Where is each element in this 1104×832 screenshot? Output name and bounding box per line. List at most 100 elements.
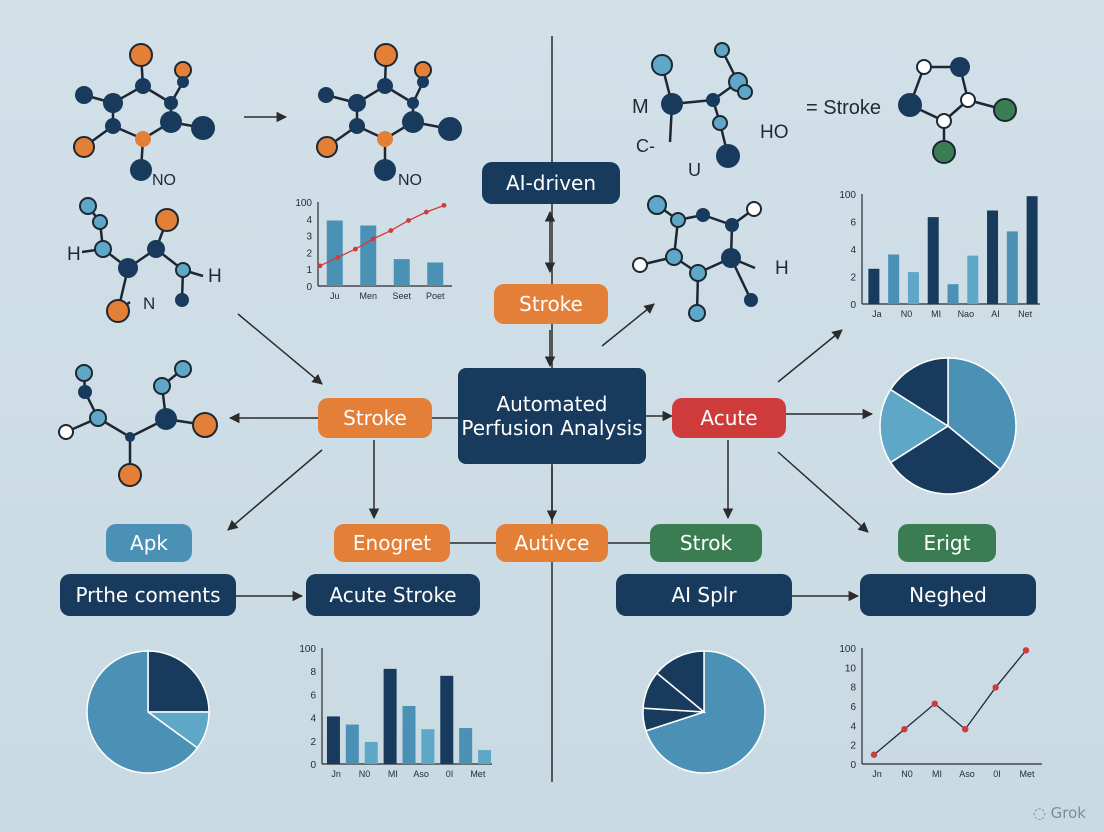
bottom-bar-bar (478, 750, 492, 764)
molecule-label-n: N (143, 294, 156, 313)
top-right-bar-bar (967, 255, 979, 304)
node-erigt: Erigt (898, 524, 996, 562)
pie-chart-bottom-right (642, 650, 766, 774)
bottom-line-y-tick: 0 (850, 760, 856, 771)
top-right-bar-bar (888, 254, 900, 304)
top-right-bar-y-tick: 2 (850, 273, 856, 284)
top-right-bar-bar (987, 210, 999, 304)
top-bar-line-point (406, 218, 411, 223)
node-neghed: Neghed (860, 574, 1036, 616)
bottom-line-x-tick: N0 (901, 769, 913, 779)
grok-watermark: ◌ Grok (1032, 804, 1086, 822)
top-right-bar-bar (868, 268, 880, 304)
top-right-bar-y-tick: 0 (850, 300, 856, 311)
bottom-line-x-tick: Met (1019, 769, 1035, 779)
bottom-bar-bar (440, 675, 454, 764)
top-right-bar-x-tick: Nao (958, 309, 975, 319)
bottom-bar-x-tick: Aso (413, 769, 429, 779)
top-right-bar-x-tick: MI (931, 309, 941, 319)
node-stroke-top: Stroke (494, 284, 608, 324)
top-right-bar-x-tick: Net (1018, 309, 1033, 319)
top-bar-line-point (317, 263, 323, 269)
top-bar-line-y-tick: 1 (306, 265, 312, 276)
molecule-label-no-2: NO (398, 172, 422, 189)
top-bar-line-y-tick: 3 (306, 232, 312, 243)
bottom-bar-y-tick: 8 (310, 667, 316, 678)
bottom-line-point (992, 684, 999, 691)
bottom-line-x-tick: 0I (993, 769, 1001, 779)
bottom-line-y-tick: 8 (850, 683, 856, 694)
bottom-bar-bar (421, 729, 435, 764)
bottom-bar-bar (345, 724, 359, 764)
connectors (227, 111, 874, 602)
bottom-line-x-tick: Jn (872, 769, 882, 779)
top-bar-line-point (423, 209, 429, 215)
top-bar-line-point (388, 228, 394, 233)
molecule-label-equals-stroke: = Stroke (806, 97, 882, 119)
bottom-bar-bar (364, 741, 378, 764)
node-prthe-coments: Prthe coments (60, 574, 236, 616)
node-automated-perfusion-analysis: Automated Perfusion Analysis (458, 368, 646, 464)
bottom-line-point (962, 726, 969, 733)
pie-bottom-left-slice (147, 650, 210, 713)
pie-right-slice (879, 388, 950, 464)
bottom-bar-y-tick: 100 (299, 644, 316, 655)
top-right-bar-bar (947, 284, 959, 304)
node-ai-driven: AI-driven (482, 162, 620, 204)
bottom-bar-x-tick: N0 (359, 769, 371, 779)
molecule-label-no-1: NO (152, 172, 176, 189)
pie-right-slice (947, 357, 1017, 471)
arrow-acute-erigt (777, 451, 869, 533)
bottom-bar-y-tick: 0 (310, 760, 316, 771)
molecule-label-h-mid-right: H (775, 258, 789, 279)
pie-bottom-right-slice (645, 650, 766, 774)
molecule-label-ho: HO (760, 122, 789, 143)
pie-bottom-left-slice (86, 650, 199, 774)
top-right-bar-x-tick: AI (991, 309, 1000, 319)
node-ai-splr: AI Splr (616, 574, 792, 616)
node-stroke-left: Stroke (318, 398, 432, 438)
top-bar-line-point (441, 202, 447, 208)
top-right-bar-bar (907, 272, 919, 304)
top-bar-line-trend (319, 204, 445, 267)
bottom-bar-bar (459, 728, 473, 764)
bottom-line-point (901, 726, 908, 733)
molecule-label-h-right: H (208, 266, 222, 287)
arrow-mol-to-stroke (237, 313, 323, 385)
top-right-bar-y-tick: 100 (839, 190, 856, 201)
node-strok: Strok (650, 524, 762, 562)
top-bar-line-point (353, 246, 358, 252)
molecule-4 (65, 368, 206, 475)
bottom-bar-x-tick: Met (470, 769, 486, 779)
pie-right-slice (889, 357, 949, 428)
pie-right-slice (889, 425, 1002, 495)
arrow-stroke-apk (227, 449, 323, 531)
bottom-line-series (873, 649, 1027, 756)
bottom-line-y-tick: 6 (850, 702, 856, 713)
node-apk: Apk (106, 524, 192, 562)
top-right-bar-y-tick: 6 (850, 218, 856, 229)
top-bar-line-x-tick: Ju (330, 291, 340, 301)
bottom-bar-x-tick: 0I (446, 769, 454, 779)
pie-bottom-right-slice (655, 650, 705, 714)
bottom-line-x-tick: Aso (959, 769, 975, 779)
bottom-line-y-tick: 4 (850, 721, 856, 732)
top-bar-line-bar (326, 220, 343, 286)
molecule-label-c: C- (636, 136, 655, 156)
bottom-line-point (931, 700, 938, 707)
pie-chart-bottom-left (86, 650, 210, 774)
top-bar-line-x-tick: Men (359, 291, 377, 301)
top-right-bar-x-tick: Ja (872, 309, 882, 319)
node-acute: Acute (672, 398, 786, 438)
node-acute-stroke: Acute Stroke (306, 574, 480, 616)
molecule-label-u: U (688, 160, 701, 180)
top-bar-line-bar (427, 262, 444, 286)
bottom-line-point (1022, 647, 1030, 654)
bottom-line-y-tick: 2 (850, 741, 856, 752)
bottom-bar-y-tick: 2 (310, 737, 316, 748)
top-right-bar-bar (1026, 196, 1038, 304)
